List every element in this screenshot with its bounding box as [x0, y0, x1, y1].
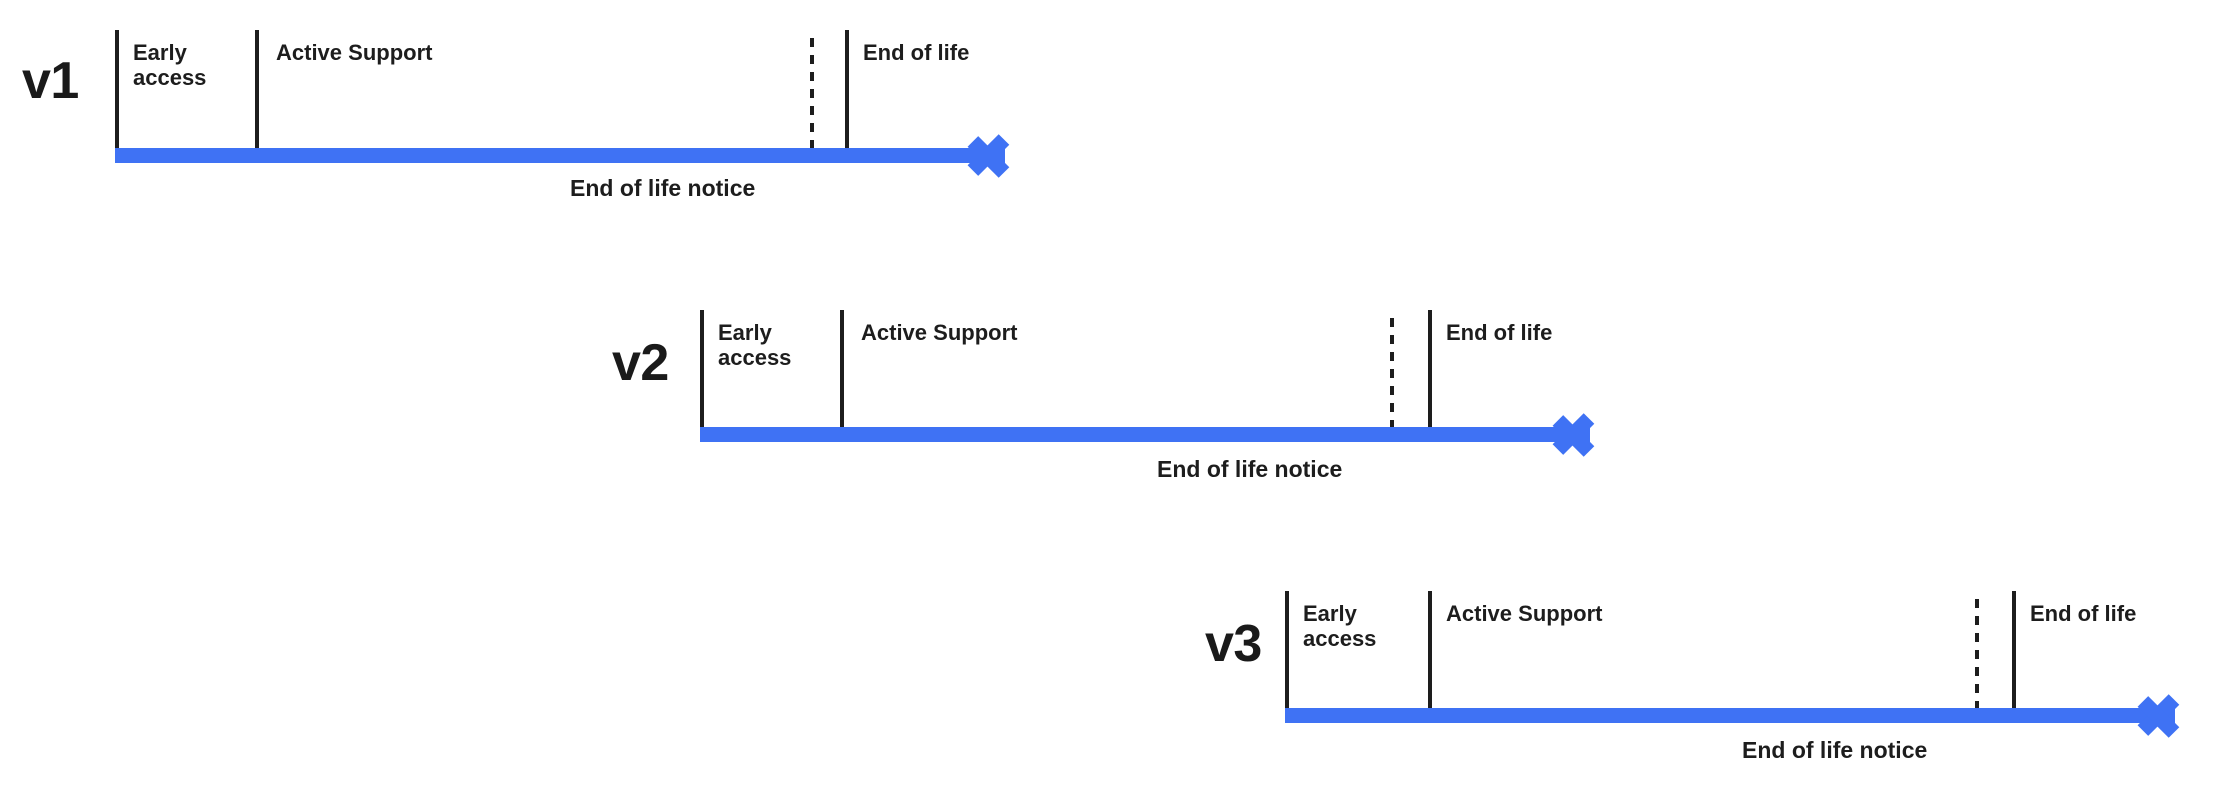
end-of-life-start-tick-v1 [845, 30, 849, 148]
phase-label-end-of-life-v3: End of life [2030, 601, 2137, 626]
early-access-start-tick-v3 [1285, 591, 1289, 708]
timeline-bar-v2 [700, 427, 1590, 442]
timeline-bar-v3 [1285, 708, 2175, 723]
phase-label-active-support-v1: Active Support [276, 40, 433, 65]
early-access-start-tick-v1 [115, 30, 119, 148]
end-of-life-notice-tick-v1 [810, 38, 814, 148]
notice-label-v2: End of life notice [1157, 456, 1343, 482]
phase-label-end-of-life-v2: End of life [1446, 320, 1553, 345]
early-access-start-tick-v2 [700, 310, 704, 427]
phase-label-active-support-v2: Active Support [861, 320, 1018, 345]
end-of-life-notice-tick-v3 [1975, 599, 1979, 708]
phase-label-active-support-v3: Active Support [1446, 601, 1603, 626]
phase-label-early-access-v1: Early access [133, 40, 207, 90]
phase-label-early-access-v3: Early access [1303, 601, 1377, 651]
active-support-start-tick-v3 [1428, 591, 1432, 708]
end-of-life-start-tick-v3 [2012, 591, 2016, 708]
phase-label-early-access-v2: Early access [718, 320, 792, 370]
active-support-start-tick-v2 [840, 310, 844, 427]
version-label-v1: v1 [22, 52, 79, 110]
timeline-bar-v1 [115, 148, 1005, 163]
notice-label-v1: End of life notice [570, 175, 756, 201]
end-of-life-notice-tick-v2 [1390, 318, 1394, 427]
version-label-v3: v3 [1205, 615, 1262, 673]
end-of-life-start-tick-v2 [1428, 310, 1432, 427]
timeline-arrow-icon-v3 [2130, 685, 2180, 747]
notice-label-v3: End of life notice [1742, 737, 1928, 763]
active-support-start-tick-v1 [255, 30, 259, 148]
phase-label-end-of-life-v1: End of life [863, 40, 970, 65]
timeline-arrow-icon-v2 [1545, 404, 1595, 466]
version-label-v2: v2 [612, 334, 669, 392]
